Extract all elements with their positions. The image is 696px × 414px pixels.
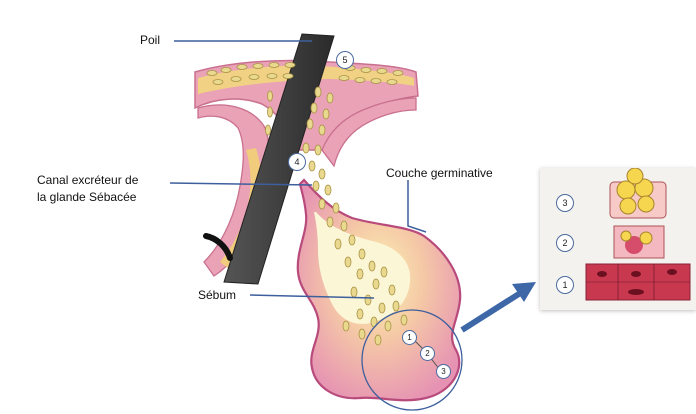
cell-stage-2-drop-b (640, 232, 652, 244)
inset-step-3: 3 (556, 194, 574, 212)
cell-stage-1-nucleus-c (667, 269, 677, 275)
cell-stage-1-nucleus-d (628, 289, 644, 295)
marker-cell-2: 2 (420, 346, 435, 361)
canal-callout (170, 183, 312, 185)
cell-stage-1-nucleus-a (597, 271, 607, 277)
lipid-drop-c (627, 168, 643, 184)
couche-callout (408, 180, 426, 232)
inset-arrow-shaft (462, 292, 522, 330)
label-sebum: Sébum (198, 287, 236, 304)
lipid-drop-d (620, 198, 636, 214)
marker-cell-1: 1 (402, 330, 417, 345)
label-poil: Poil (140, 32, 160, 49)
marker-4: 4 (288, 153, 306, 171)
label-canal-line1: Canal excréteur de (37, 172, 138, 189)
label-couche: Couche germinative (386, 165, 493, 182)
marker-5: 5 (336, 51, 354, 69)
inset-step-2: 2 (556, 234, 574, 252)
marker-cell-3: 3 (436, 364, 451, 379)
cell-stage-2-drop-a (621, 231, 631, 241)
inset-step-1: 1 (556, 276, 574, 294)
label-canal-line2: la glande Sébacée (37, 189, 136, 206)
lipid-drop-e (638, 196, 654, 212)
cell-maturation-inset: 3 2 1 (540, 168, 696, 310)
cell-stage-1-nucleus-b (631, 271, 641, 277)
